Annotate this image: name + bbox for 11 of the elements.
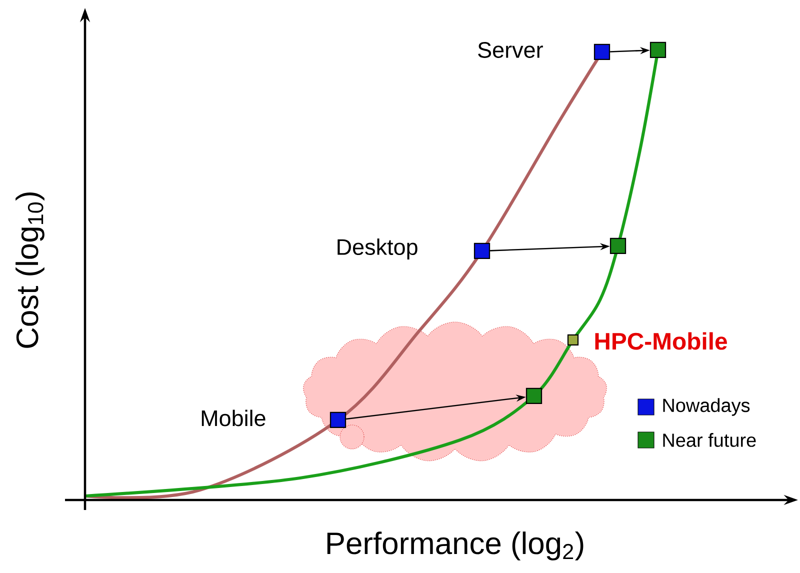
axis-label: Cost (log$_{10}$) bbox=[16, 192, 44, 348]
marker-square bbox=[526, 388, 542, 404]
marker-square bbox=[650, 42, 666, 58]
point-label: Mobile bbox=[202, 410, 266, 426]
point-label: Server bbox=[478, 42, 543, 58]
axis-label: Performance (log$_{2}$) bbox=[327, 532, 584, 560]
point-label: HPC-Mobile bbox=[595, 332, 727, 350]
point-label: Desktop bbox=[338, 238, 418, 260]
legend-label: Near future bbox=[663, 433, 756, 447]
legend-label: Nowadays bbox=[663, 398, 750, 416]
marker-square bbox=[610, 238, 626, 254]
